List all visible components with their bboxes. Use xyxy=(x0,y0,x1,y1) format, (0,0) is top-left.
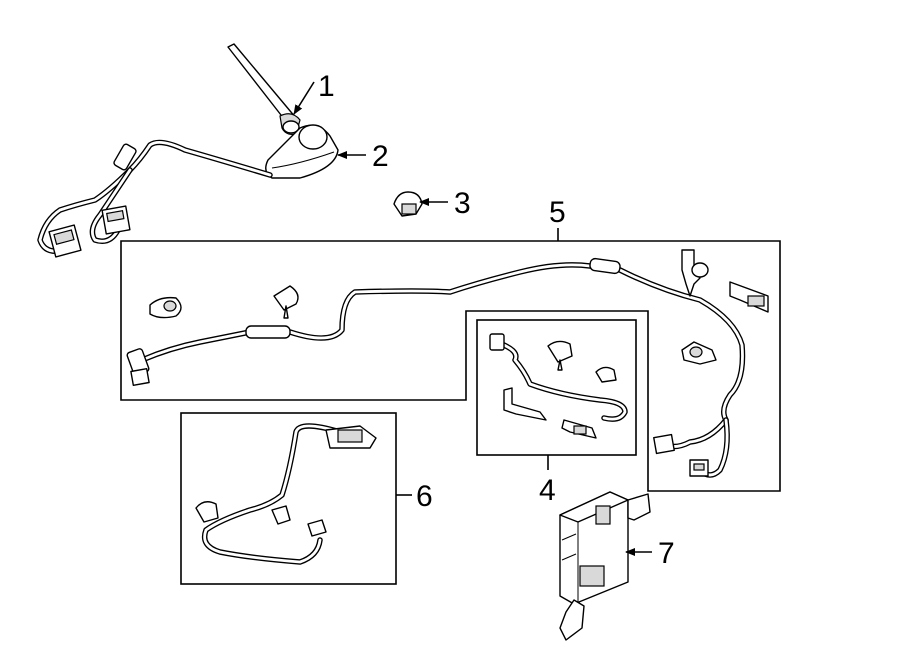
harness-6[interactable] xyxy=(195,423,377,565)
callout-7: 7 xyxy=(658,537,675,570)
antenna-cable xyxy=(37,139,273,258)
callout-4: 4 xyxy=(539,474,556,507)
sub-harness[interactable] xyxy=(489,333,628,439)
box-harness-5 xyxy=(120,240,781,492)
callout-3: 3 xyxy=(454,187,471,220)
callout-5: 5 xyxy=(549,196,566,229)
callout-1: 1 xyxy=(318,70,335,103)
box-harness-6 xyxy=(180,412,397,585)
antenna-mast[interactable] xyxy=(227,43,301,135)
leader-1 xyxy=(293,81,315,115)
main-harness[interactable] xyxy=(126,257,746,478)
antenna-base[interactable] xyxy=(265,124,339,179)
control-unit[interactable] xyxy=(559,491,651,641)
harness-clips xyxy=(149,249,769,365)
box-harness-4 xyxy=(476,319,637,456)
grommet[interactable] xyxy=(393,191,423,217)
callout-2: 2 xyxy=(372,140,389,173)
callout-6: 6 xyxy=(416,480,433,513)
